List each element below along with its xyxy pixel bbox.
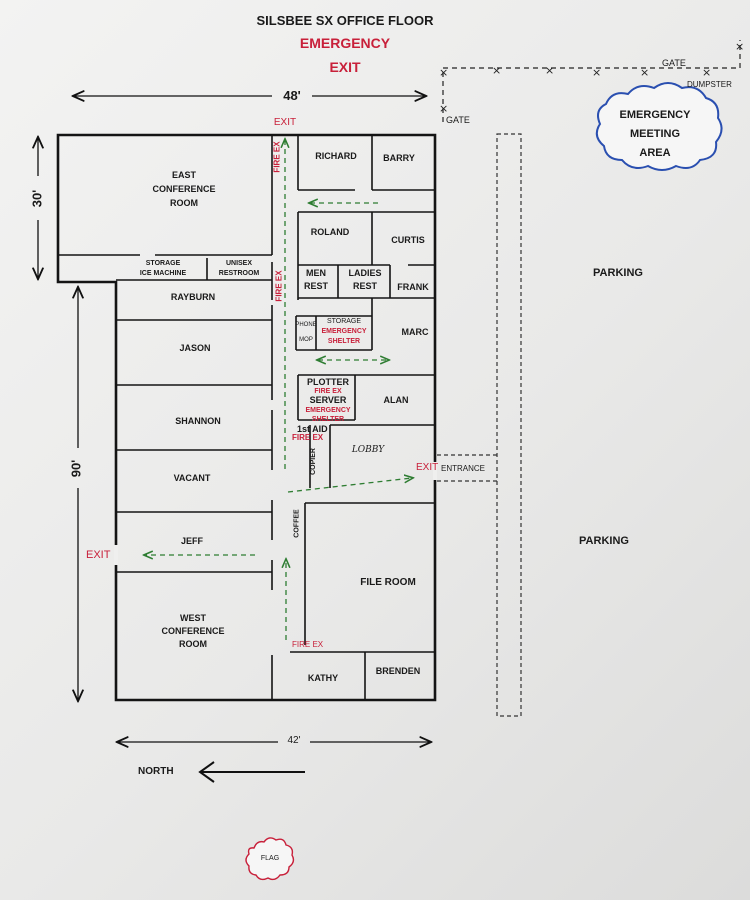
flag-label: FLAG (260, 855, 280, 862)
copier-label: COPIER (309, 448, 317, 475)
room-marc: MARC (401, 327, 429, 337)
room-file-room: FILE ROOM (360, 577, 416, 588)
svg-text:×: × (545, 64, 554, 77)
room-richard: RICHARD (315, 151, 357, 161)
exit-subtitle: EXIT (329, 59, 361, 75)
room-curtis: CURTIS (391, 235, 425, 245)
fire-ex-bottom: FIRE EX (292, 640, 324, 649)
emergency-subtitle: EMERGENCY (299, 35, 391, 51)
interior-walls (58, 135, 435, 700)
room-shannon: SHANNON (175, 416, 221, 426)
svg-text:×: × (735, 40, 744, 53)
room-jason: JASON (179, 343, 211, 353)
svg-text:×: × (640, 66, 649, 79)
room-kathy: KATHY (307, 673, 339, 683)
svg-text:×: × (439, 102, 448, 115)
dimension-left-lower: 90' (68, 459, 84, 478)
room-plotter: PLOTTER (307, 377, 349, 387)
entrance-label: ENTRANCE (441, 464, 486, 473)
sidewalk (437, 133, 522, 717)
room-lobby: LOBBY (351, 445, 385, 455)
room-storage: STORAGE (326, 318, 362, 325)
room-brenden: BRENDEN (375, 666, 421, 676)
coffee-label: COFFEE (293, 509, 301, 538)
dumpster-label: DUMPSTER (687, 80, 732, 89)
fence-posts: × × × × × × × × (439, 40, 744, 115)
room-vacant: VACANT (173, 473, 211, 483)
dimension-top: 48' (283, 88, 301, 103)
exit-top: EXIT (273, 117, 297, 128)
dimension-left-upper: 30' (29, 189, 45, 208)
first-aid-label: 1st AID (297, 424, 328, 434)
exit-left: EXIT (86, 549, 111, 561)
fire-ex-server: FIRE EX (314, 388, 342, 395)
fire-ex-top: FIRE EX (272, 141, 282, 173)
dimension-arrows (38, 96, 430, 742)
room-frank: FRANK (397, 282, 429, 292)
flag-cloud (245, 837, 295, 881)
room-server: SERVER (309, 395, 347, 405)
fire-ex-first-aid: FIRE EX (292, 433, 324, 442)
north-arrow (198, 761, 305, 783)
gate-label-2: GATE (662, 58, 686, 68)
room-mop: MOP (299, 337, 313, 343)
building-walls (56, 133, 437, 702)
svg-text:×: × (492, 64, 501, 77)
fire-ex-middle: FIRE EX (274, 270, 284, 302)
room-roland: ROLAND (310, 227, 350, 237)
room-phone: PHONE (295, 322, 317, 328)
parking-label-2: PARKING (579, 535, 629, 547)
fence (442, 40, 741, 122)
svg-text:×: × (439, 66, 448, 79)
page-title: SILSBEE SX OFFICE FLOOR (256, 13, 434, 28)
meeting-area-cloud (595, 82, 723, 171)
gate-label-1: GATE (446, 115, 470, 125)
room-barry: BARRY (383, 153, 415, 163)
north-label: NORTH (138, 766, 174, 777)
exit-gaps (114, 462, 437, 565)
parking-label-1: PARKING (593, 267, 643, 279)
dimension-bottom: 42' (287, 735, 301, 746)
svg-text:×: × (592, 66, 601, 79)
evacuation-routes (145, 140, 412, 640)
room-rayburn: RAYBURN (170, 292, 216, 302)
room-alan: ALAN (383, 395, 409, 405)
svg-text:×: × (702, 66, 711, 79)
room-jeff: JEFF (180, 536, 204, 546)
exit-lobby: EXIT (416, 462, 439, 473)
